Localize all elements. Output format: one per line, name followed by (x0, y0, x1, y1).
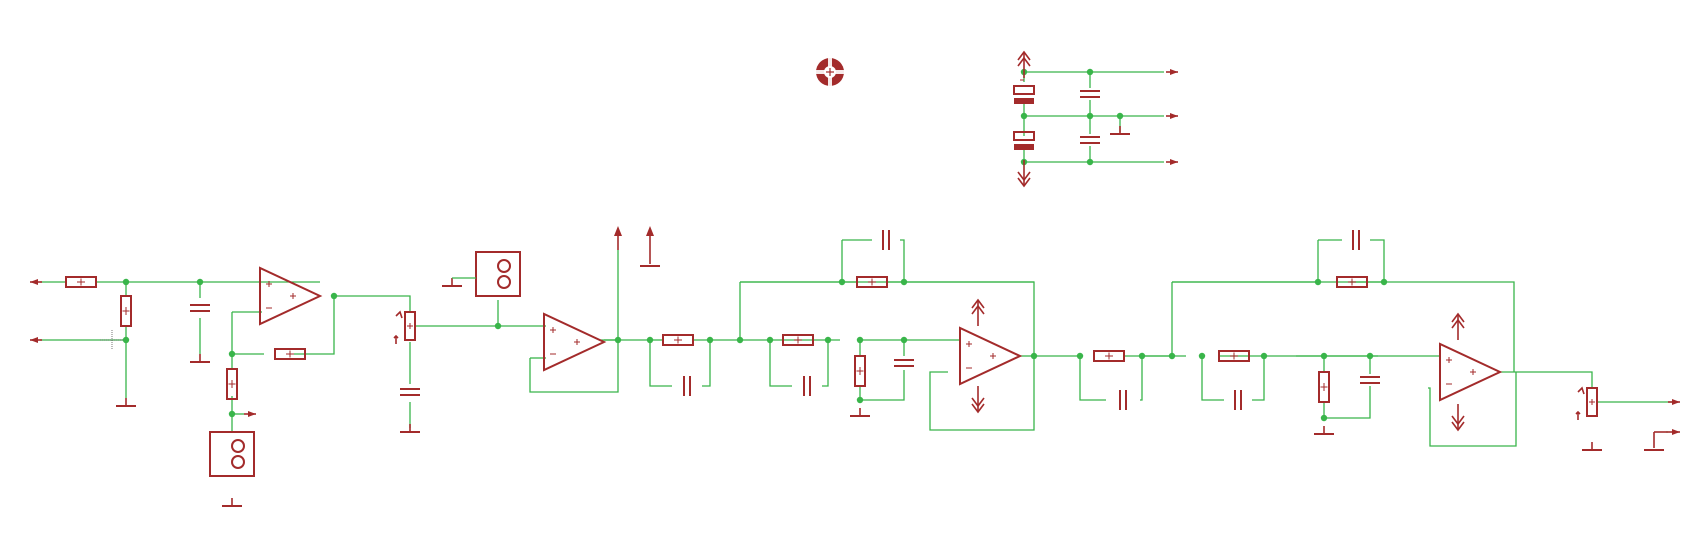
wire-net (40, 71, 1674, 447)
power-arrow-1 (1165, 68, 1179, 76)
mounting-hole-icon (814, 56, 846, 88)
capacitor-c9 (1349, 229, 1360, 251)
power-arrow-2 (1165, 112, 1179, 120)
capacitor-c5 (879, 229, 890, 251)
resistor-r8 (854, 355, 866, 387)
input-connector-2 (29, 336, 43, 344)
jack-j2 (475, 251, 521, 297)
ground-2 (189, 353, 211, 363)
ground-3 (221, 497, 243, 507)
opamp-u1 (259, 267, 321, 325)
supply-plus-3 (1017, 51, 1031, 79)
ground-8 (1313, 425, 1335, 435)
ground-5 (441, 277, 463, 287)
ground-10 (1644, 431, 1668, 451)
potentiometer-2 (1575, 387, 1598, 421)
opamp-u3 (959, 327, 1021, 385)
output-arrow-3 (1667, 428, 1681, 436)
capacitor-c12 (1079, 136, 1101, 144)
capacitor-c3 (680, 375, 691, 397)
supply-minus-1 (971, 385, 985, 413)
ground-11 (1109, 125, 1131, 135)
resistor-r4 (226, 368, 238, 400)
capacitor-c7 (1116, 389, 1127, 411)
ground-9 (1581, 441, 1603, 451)
ground-4 (399, 423, 421, 433)
jack-j1 (209, 431, 255, 477)
capacitor-c11 (1079, 90, 1101, 98)
supply-plus-1 (971, 299, 985, 327)
resistor-r12 (1318, 371, 1330, 403)
capacitor-c10 (1359, 376, 1381, 384)
ground-7 (849, 407, 871, 417)
potentiometer-1 (393, 311, 416, 345)
resistor-r9 (1093, 350, 1125, 362)
input-connector-1 (29, 278, 43, 286)
junction-dots (122, 68, 1388, 422)
opamp-u4 (1439, 343, 1501, 401)
power-arrow-3 (1165, 158, 1179, 166)
supply-plus-2 (1451, 313, 1465, 341)
resistor-r2 (120, 295, 132, 327)
output-arrow-1 (243, 410, 257, 418)
supply-minus-2 (1451, 403, 1465, 431)
capacitor-c6 (893, 359, 915, 367)
electrolytic-cap-2 (1013, 131, 1035, 150)
resistor-r1 (65, 276, 97, 288)
electrolytic-cap-1 (1013, 79, 1035, 104)
capacitor-c1 (189, 304, 211, 312)
supply-pin-1 (614, 226, 622, 250)
resistor-r5 (662, 334, 694, 346)
ground-6 (640, 226, 660, 267)
crosshair-cursor-icon (100, 330, 124, 350)
opamp-u2 (543, 313, 605, 371)
output-arrow-2 (1667, 398, 1681, 406)
capacitor-c8 (1231, 389, 1242, 411)
capacitor-c4 (800, 375, 811, 397)
supply-minus-3 (1017, 159, 1031, 187)
capacitor-c2 (399, 388, 421, 396)
ground-1 (115, 397, 137, 407)
